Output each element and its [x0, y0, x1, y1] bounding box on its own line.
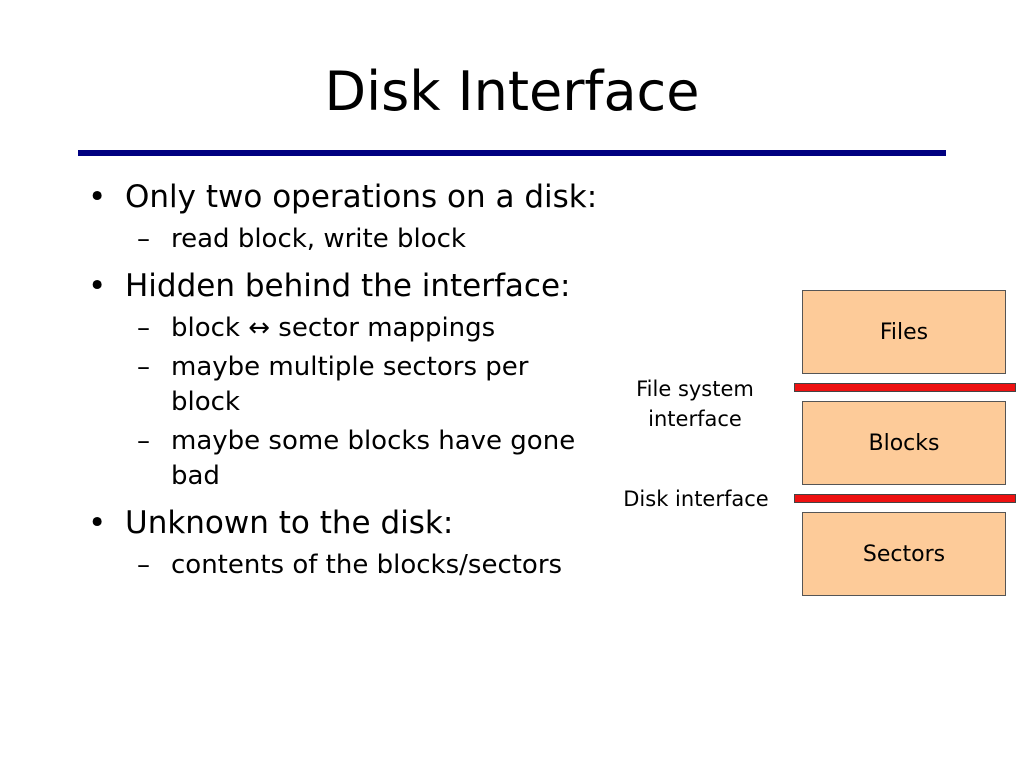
sub-bullet-item: – maybe some blocks have gone bad [125, 424, 598, 494]
sub-bullet-text: maybe some blocks have gone bad [171, 426, 576, 491]
bullet-item: • Only two operations on a disk: – read … [88, 176, 598, 257]
dash-icon: – [137, 313, 150, 343]
sub-bullet-text: maybe multiple sectors per block [171, 352, 529, 417]
sub-bullet-text: read block, write block [171, 224, 466, 254]
bullet-list: • Only two operations on a disk: – read … [88, 176, 598, 583]
layer-box-sectors: Sectors [802, 512, 1006, 596]
title-divider [78, 150, 946, 156]
bullet-text: Hidden behind the interface: [125, 268, 571, 304]
layer-label: Sectors [862, 541, 946, 567]
dash-icon: – [137, 426, 150, 456]
sub-bullet-list: – contents of the blocks/sectors [125, 548, 598, 583]
sub-bullet-list: – block ↔ sector mappings – maybe multip… [125, 311, 598, 494]
layer-box-files: Files [802, 290, 1006, 374]
sub-bullet-item: – contents of the blocks/sectors [125, 548, 598, 583]
disk-interface-label: Disk interface [623, 487, 769, 511]
bullet-text: Only two operations on a disk: [125, 179, 598, 215]
layer-label: Blocks [868, 430, 940, 456]
dash-icon: – [137, 352, 150, 382]
bullet-icon: • [88, 505, 107, 541]
sub-bullet-list: – read block, write block [125, 222, 598, 257]
dash-icon: – [137, 224, 150, 254]
dash-icon: – [137, 550, 150, 580]
sub-bullet-item: – block ↔ sector mappings [125, 311, 598, 346]
sub-bullet-text: contents of the blocks/sectors [171, 550, 563, 580]
file-system-interface-bar [794, 383, 1016, 392]
file-system-interface-label: File system interface [636, 377, 754, 431]
layer-box-blocks: Blocks [802, 401, 1006, 485]
bullet-icon: • [88, 179, 107, 215]
slide-title: Disk Interface [324, 60, 700, 123]
layer-label: Files [879, 319, 929, 345]
disk-interface-bar [794, 494, 1016, 503]
bullet-item: • Unknown to the disk: – contents of the… [88, 502, 598, 583]
bullet-icon: • [88, 268, 107, 304]
sub-bullet-item: – read block, write block [125, 222, 598, 257]
bullet-text: Unknown to the disk: [125, 505, 454, 541]
sub-bullet-text: block ↔ sector mappings [171, 313, 496, 343]
sub-bullet-item: – maybe multiple sectors per block [125, 350, 598, 420]
bullet-item: • Hidden behind the interface: – block ↔… [88, 265, 598, 494]
